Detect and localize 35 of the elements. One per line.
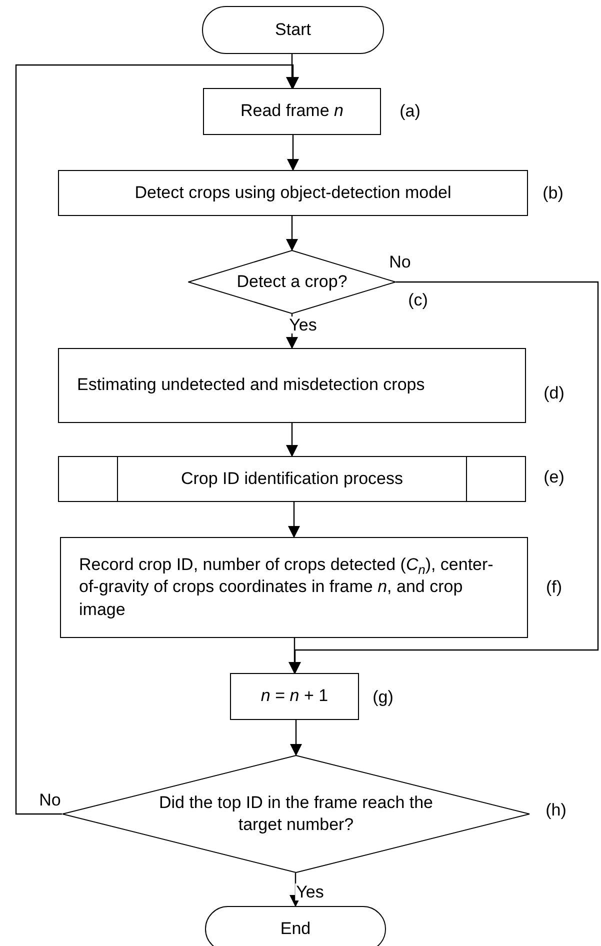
node-text: Record crop ID, number of crops detected (C$_{n}$), center-of-gravity of crops coordinates in frame n, and crop image: [79, 554, 494, 621]
process-box: [58, 170, 528, 216]
node-text: Crop ID identification process: [180, 468, 404, 490]
arrow: [286, 216, 298, 251]
arrow: [286, 423, 298, 457]
process-box: [58, 348, 526, 423]
process-box: [60, 537, 528, 638]
process-box: [203, 88, 381, 135]
node-text: Detect a crop?: [236, 270, 348, 293]
arrow: [290, 720, 302, 756]
node-text: Did the top ID in the frame reach the target number?: [158, 792, 434, 836]
step-label: (h): [546, 799, 566, 822]
step-label: (f): [546, 576, 562, 598]
step-label: (a): [400, 100, 420, 122]
node-text: End: [280, 918, 311, 940]
node-text: Read frame n: [240, 100, 344, 122]
step-label: (e): [544, 466, 564, 488]
decision-diamond: [62, 755, 530, 873]
arrow: [15, 64, 299, 815]
step-label: (b): [542, 182, 564, 204]
predefined-process-box: [58, 456, 526, 502]
arrow: [287, 135, 299, 171]
process-box: [230, 673, 359, 720]
node-text: Detect crops using object-detection model: [134, 182, 452, 204]
edge-label: Yes: [295, 884, 325, 900]
node-text: Start: [275, 18, 311, 41]
edge-label: No: [388, 254, 412, 270]
node-text: Estimating undetected and misdetection crops: [77, 374, 425, 396]
step-label: (g): [372, 686, 394, 708]
edge-label: Yes: [288, 316, 318, 334]
node-text: n = n + 1: [260, 685, 328, 708]
edge-label: No: [38, 792, 62, 808]
arrow: [288, 502, 300, 538]
step-label: (c): [408, 289, 428, 312]
step-label: (d): [544, 382, 564, 404]
